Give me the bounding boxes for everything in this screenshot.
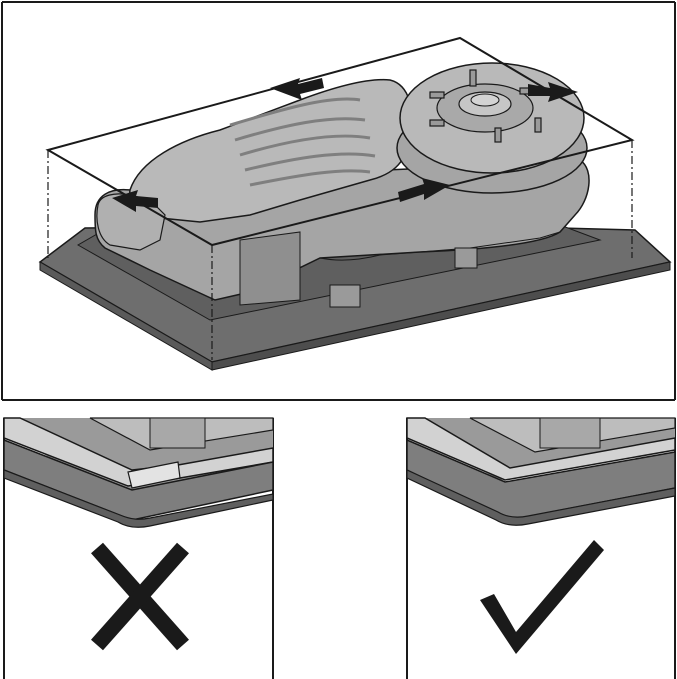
check-mark-icon	[480, 540, 604, 654]
panel-correct	[406, 417, 676, 679]
device-top-cover	[96, 78, 413, 251]
seal-corner-incorrect	[3, 417, 274, 528]
figure-border	[1, 1, 676, 401]
seal-corner-correct	[406, 417, 676, 526]
fan-housing	[396, 62, 588, 194]
main-illustration	[38, 36, 672, 371]
cross-mark-icon	[91, 542, 189, 651]
arrow-left-bottom	[112, 190, 158, 212]
direction-arrows	[112, 78, 578, 212]
arrow-left-top	[270, 78, 324, 100]
arrow-right-middle	[398, 178, 450, 202]
panel-incorrect	[3, 417, 274, 679]
vertical-guide-lines	[47, 140, 633, 360]
arrow-right-top	[528, 82, 578, 102]
